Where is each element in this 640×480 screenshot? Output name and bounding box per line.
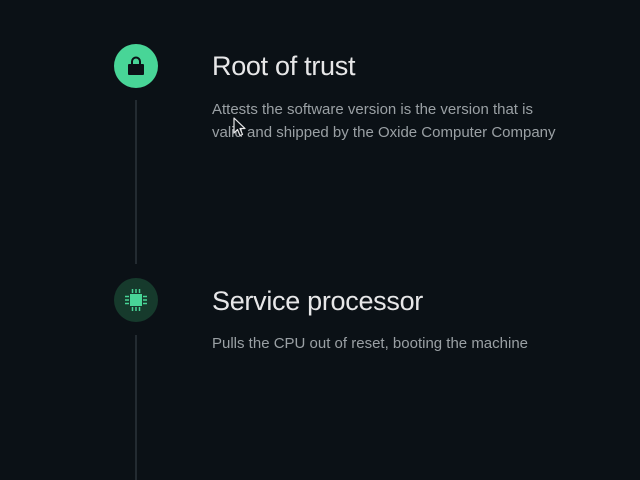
timeline-connector (135, 335, 137, 480)
timeline-connector (135, 100, 137, 264)
step-description-root-of-trust: Attests the software version is the vers… (212, 101, 556, 141)
step-marker-service-processor (114, 278, 158, 322)
mouse-pointer-icon (233, 117, 246, 137)
step-title-root-of-trust: Root of trust (212, 51, 356, 81)
step-description-service-processor: Pulls the CPU out of reset, booting the … (212, 335, 529, 352)
step-marker-root-of-trust (114, 44, 158, 88)
step-title-service-processor: Service processor (212, 286, 423, 316)
lock-icon (128, 56, 144, 75)
chip-icon (125, 289, 147, 311)
